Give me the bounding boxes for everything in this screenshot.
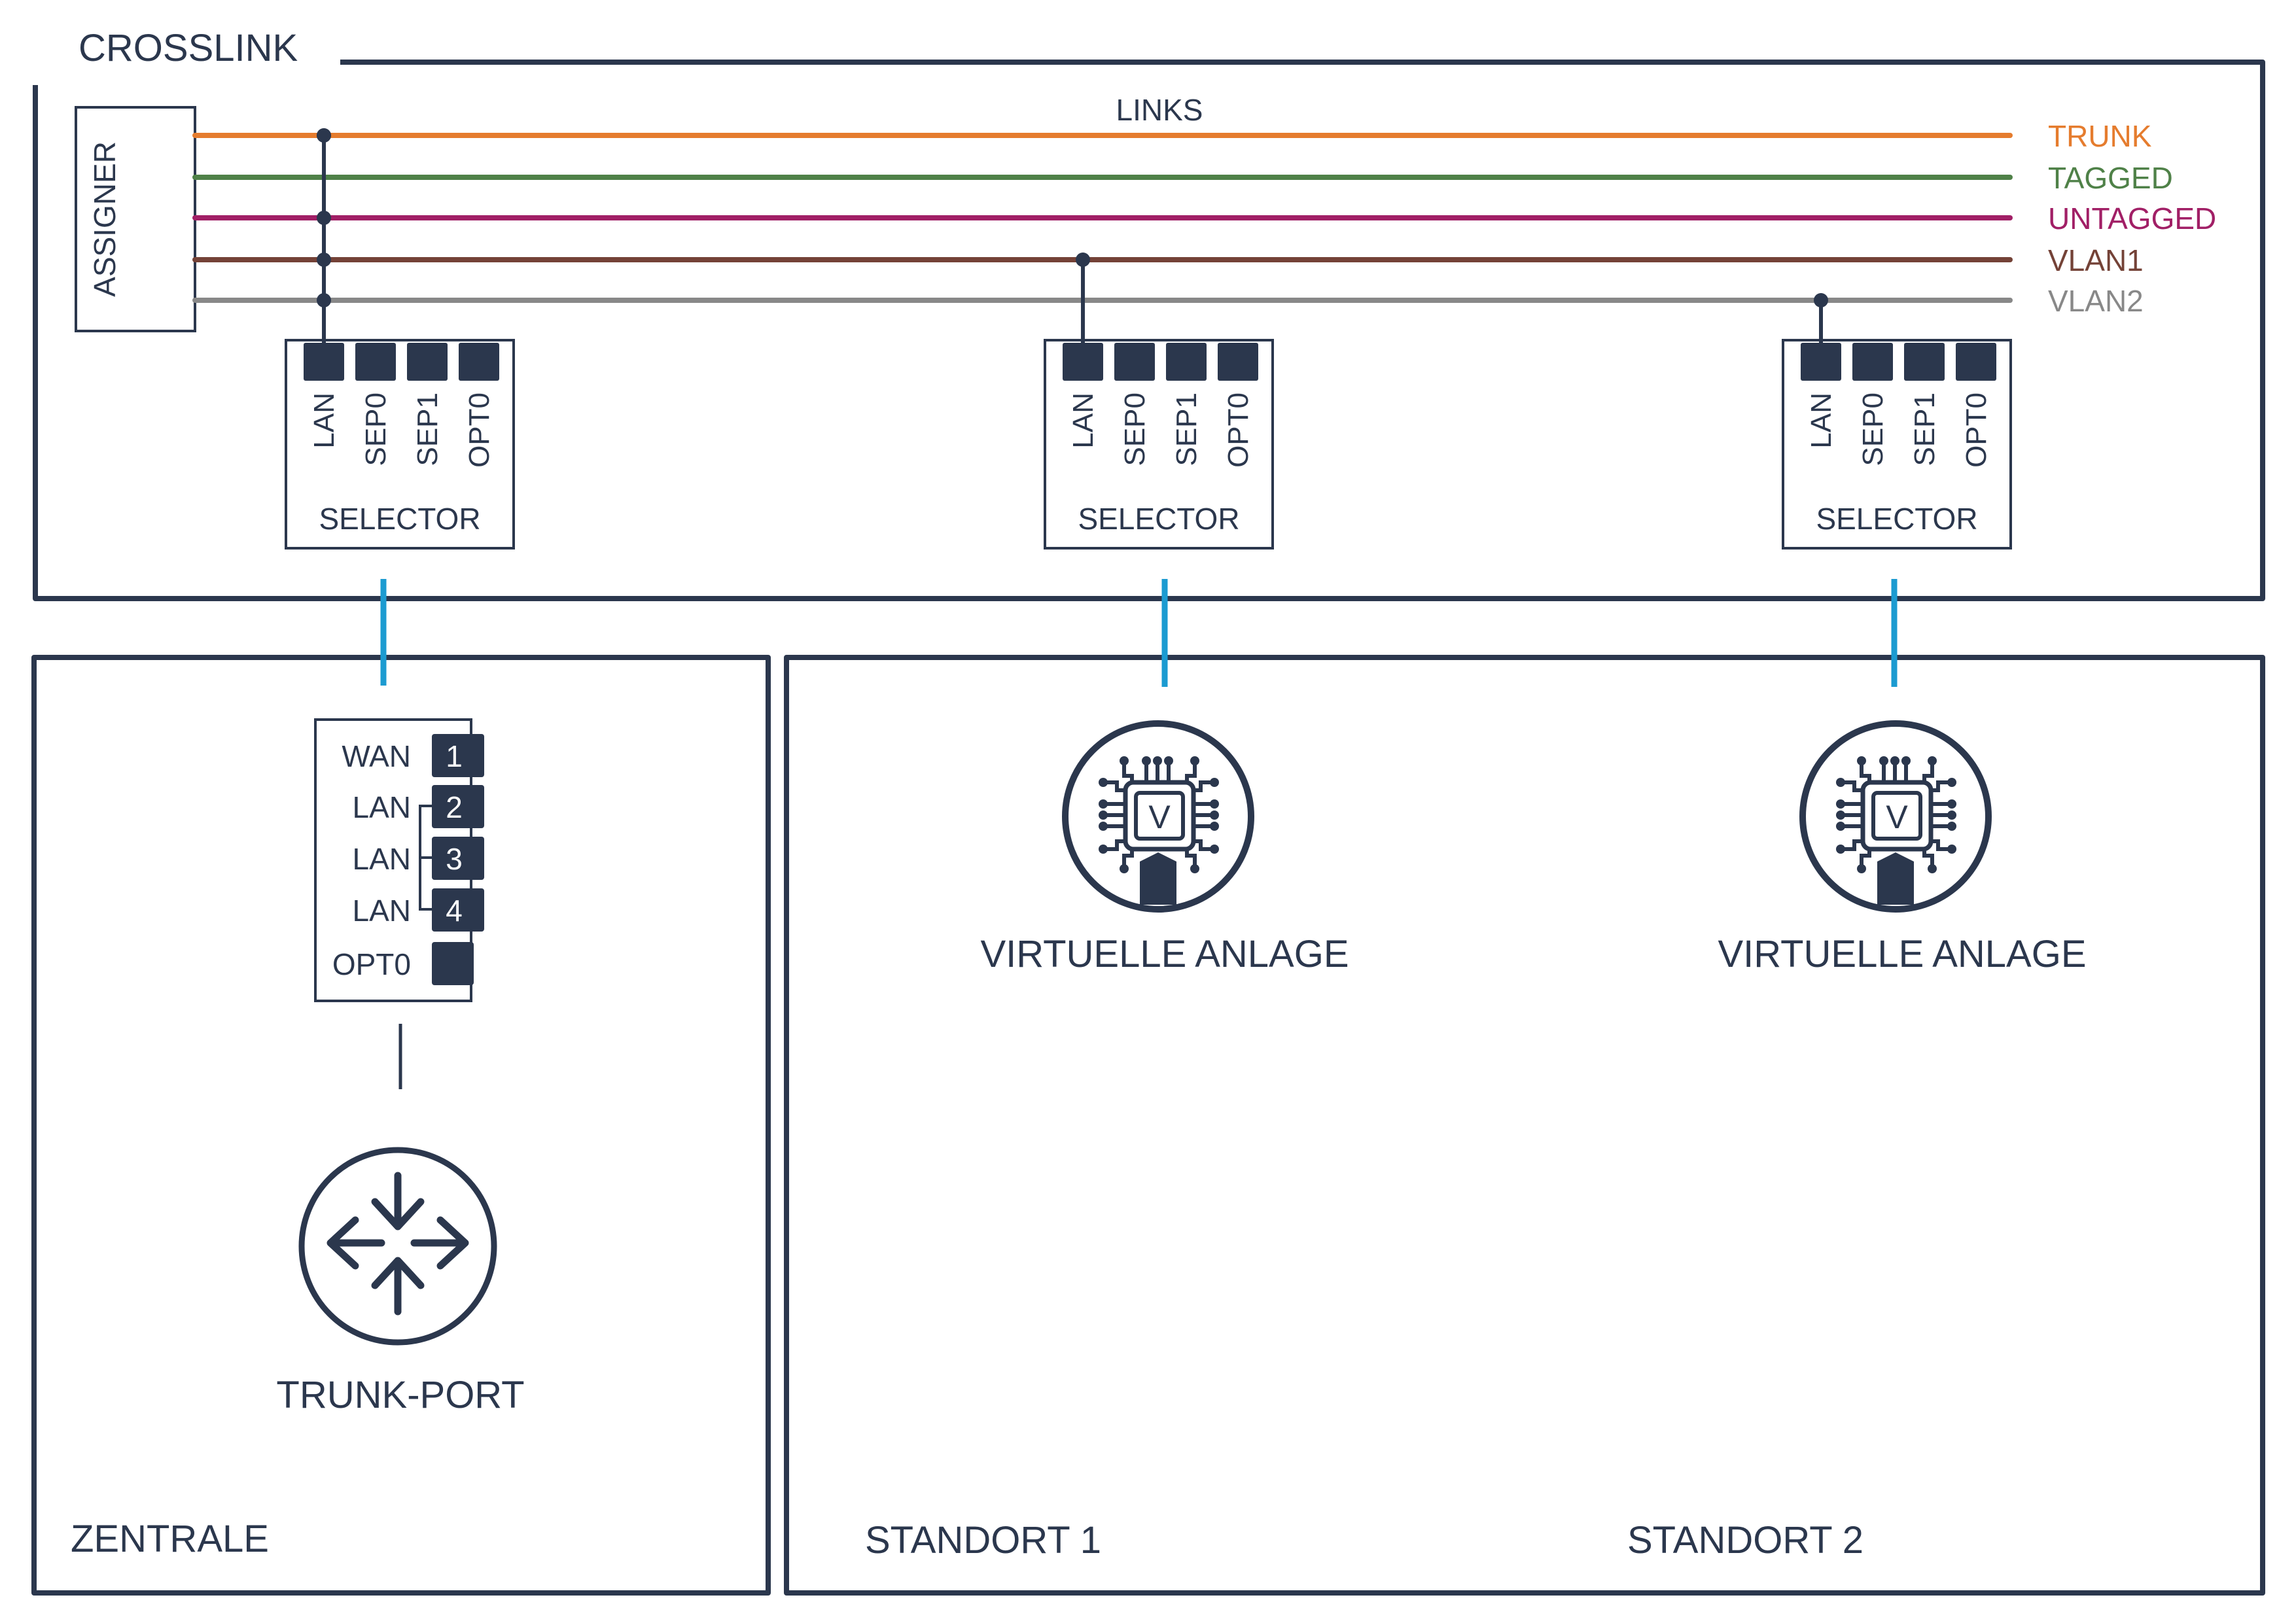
zentrale-frame	[31, 655, 771, 1596]
selector-port-label: SEP1	[1171, 393, 1203, 466]
switch-port-number: 4	[446, 894, 463, 928]
standorte-frame	[784, 655, 2265, 1596]
assigner-box[interactable]	[75, 106, 196, 332]
crosslink-container: CROSSLINK	[33, 27, 2265, 601]
selector-port-opt0[interactable]	[1218, 343, 1258, 381]
selector-port-lan[interactable]	[1063, 343, 1103, 381]
legend-label-trunk: TRUNK	[2048, 119, 2152, 153]
legend-label-tagged: TAGGED	[2048, 161, 2173, 195]
switch-port-opt0[interactable]	[432, 942, 474, 985]
switch-port-3[interactable]	[432, 837, 484, 880]
selector-port-sep1[interactable]	[407, 343, 448, 381]
selector-label: SELECTOR	[1816, 502, 1977, 536]
selector-port-label: SEP0	[360, 393, 392, 466]
assigner[interactable]: ASSIGNER	[75, 106, 196, 332]
selector-port-sep1[interactable]	[1166, 343, 1207, 381]
selector-port-opt0[interactable]	[459, 343, 499, 381]
selector-port-label: LAN	[1067, 393, 1099, 449]
selector-port-lan[interactable]	[1801, 343, 1841, 381]
switch-port-label: LAN	[353, 842, 411, 876]
switch-port-label: LAN	[353, 894, 411, 928]
selector-port-opt0[interactable]	[1956, 343, 1996, 381]
router-arrows-icon[interactable]	[298, 1147, 497, 1346]
tap-dot	[1814, 293, 1828, 307]
lan-bridge-bracket	[419, 805, 432, 911]
selector-port-label: LAN	[1805, 393, 1837, 449]
chip-letter: V	[1148, 799, 1171, 835]
selector-port-label: SEP0	[1119, 393, 1151, 466]
tap-dot	[1076, 253, 1090, 267]
switch-port-label: OPT0	[332, 947, 411, 981]
zentrale-label: ZENTRALE	[71, 1518, 269, 1560]
standort1-label: STANDORT 1	[865, 1519, 1101, 1562]
switch-port-label: LAN	[353, 790, 411, 824]
switch-port-label: WAN	[342, 739, 411, 773]
selector-port-label: OPT0	[463, 393, 495, 468]
selector-port-label: SEP0	[1857, 393, 1889, 466]
selector-port-label: OPT0	[1222, 393, 1254, 468]
assigner-label: ASSIGNER	[88, 141, 122, 297]
selector-port-sep0[interactable]	[1852, 343, 1893, 381]
legend-label-vlan1: VLAN1	[2048, 243, 2144, 277]
selector-port-label: LAN	[308, 393, 340, 449]
crosslink-title: CROSSLINK	[79, 27, 298, 69]
selector-port-lan[interactable]	[304, 343, 344, 381]
selector-port-sep0[interactable]	[355, 343, 396, 381]
virtual-chip-icon[interactable]: V	[1062, 720, 1254, 913]
selector-port-label: SEP1	[1909, 393, 1941, 466]
legend-label-untagged: UNTAGGED	[2048, 201, 2216, 236]
switch-port-1[interactable]	[432, 734, 484, 777]
standort2-label: STANDORT 2	[1627, 1519, 1863, 1562]
switch-port-2[interactable]	[432, 785, 484, 828]
tap-dot-untagged	[317, 211, 331, 225]
selector-port-label: OPT0	[1960, 393, 1992, 468]
selector-label: SELECTOR	[1078, 502, 1239, 536]
selector-label: SELECTOR	[319, 502, 480, 536]
selector-port-sep0[interactable]	[1114, 343, 1155, 381]
tap-dot-vlan1	[317, 253, 331, 267]
trunk-port-label: TRUNK-PORT	[276, 1374, 524, 1416]
switch-port-4[interactable]	[432, 888, 484, 932]
links-label: LINKS	[1116, 93, 1203, 127]
tap-dot-vlan2	[317, 293, 331, 307]
virtual-appliance-label: VIRTUELLE ANLAGE	[980, 933, 1349, 975]
switch-port-number: 2	[446, 790, 463, 824]
selector-port-sep1[interactable]	[1904, 343, 1945, 381]
virtual-chip-icon[interactable]: V	[1799, 720, 1992, 913]
virtual-appliances: V VIRTUELLE ANLAGE V VIRTUELLE ANLAGE	[980, 720, 2087, 975]
switch-port-number: 3	[446, 842, 463, 876]
tap-dot-trunk	[317, 128, 331, 143]
legend-label-vlan2: VLAN2	[2048, 284, 2144, 318]
virtual-appliance-label: VIRTUELLE ANLAGE	[1718, 933, 2086, 975]
selector-port-label: SEP1	[412, 393, 444, 466]
crosslink-frame	[33, 60, 2265, 601]
chip-letter: V	[1886, 799, 1908, 835]
switch-port-number: 1	[446, 739, 463, 773]
